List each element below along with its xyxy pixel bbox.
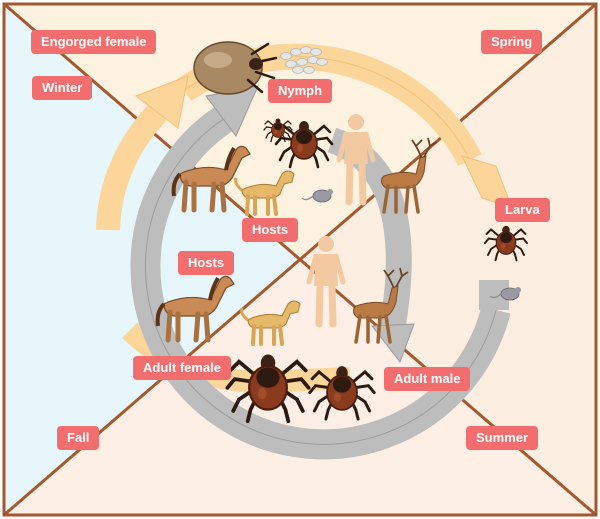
engorged-female-tick-icon [193,41,278,95]
inner-cycle-arrow [144,117,497,445]
winter-arrowhead [134,75,189,129]
label-spring: Spring [481,30,543,54]
label-fall: Fall [57,426,100,450]
adult-male-arrowhead [371,323,415,364]
label-summer: Summer [466,426,539,450]
label-nymph: Nymph [268,79,333,103]
summer-quadrant [300,4,596,515]
label-adult-female: Adult female [133,356,232,380]
label-hosts: Hosts [242,218,299,242]
outer-cycle-arrow [96,103,167,231]
label-adult-male: Adult male [384,367,471,391]
label-winter: Winter [32,76,93,100]
label-larva: Larva [495,198,550,222]
label-hosts: Hosts [178,251,235,275]
label-engorged-female: Engorged female [31,30,157,54]
diagonal-line [3,2,597,517]
